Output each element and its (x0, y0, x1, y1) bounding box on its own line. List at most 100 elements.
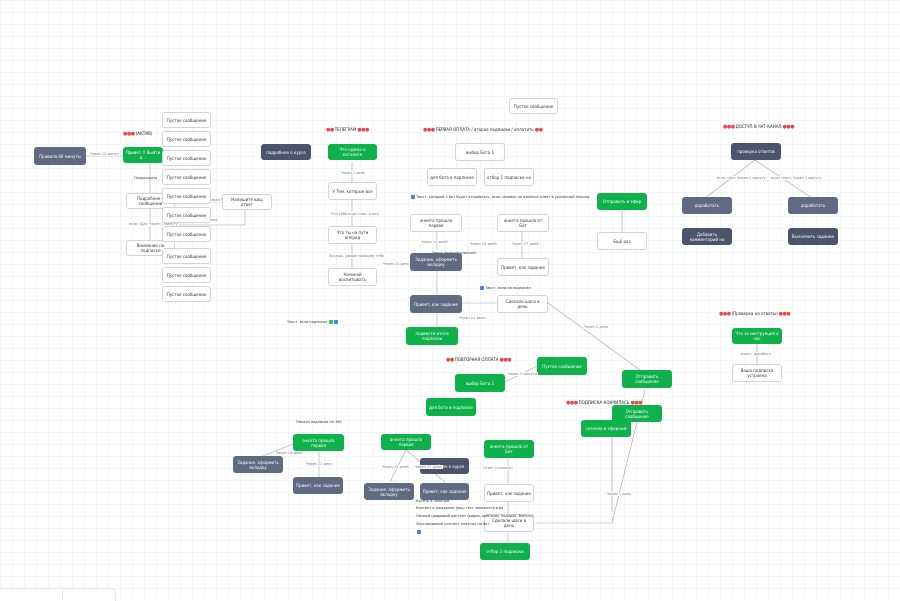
flow-node[interactable]: Что за инструкция о нас (732, 328, 782, 344)
start-node[interactable]: Правила 60 минуты (34, 147, 86, 165)
flow-node[interactable]: Сделали шаги в день (484, 514, 534, 532)
edge (535, 389, 646, 524)
placeholder-node[interactable]: Пустое сообщение (162, 226, 211, 242)
edge-label: Через 3 минуты (507, 372, 539, 376)
flow-node[interactable]: анкета прошла первая (410, 214, 462, 232)
info-icon (417, 530, 421, 534)
red-dots-icon: ●●● (357, 127, 369, 133)
flow-node[interactable]: анкета прошла первая (381, 434, 431, 450)
flow-node[interactable]: Напишите ваш ответ (222, 194, 272, 210)
note-text: Купить в наличии (416, 499, 450, 503)
red-dots-icon: ●●● (499, 357, 512, 363)
edge-label: Далее (205, 218, 219, 222)
flow-node[interactable]: Привет, как задание (410, 295, 462, 313)
placeholder-node[interactable]: Пустое сообщение (162, 267, 211, 283)
flow-node[interactable]: Привет, как задание (293, 477, 343, 494)
flow-node[interactable]: выбор Бота 1 (455, 143, 505, 161)
flow-node[interactable]: доработать (788, 197, 838, 214)
flow-node[interactable]: Что ты на пути вперед (328, 226, 377, 244)
edge-label: Через 1 день (340, 171, 367, 175)
flow-node[interactable]: подробнее о курсе (420, 458, 469, 474)
section-header-label: ДОСТУП В ЧАТ-КАНАЛ (735, 124, 782, 129)
flow-node[interactable]: Ваша подписка устроена (732, 364, 782, 382)
edge-label: Через 14 дней (275, 451, 304, 455)
placeholder-node[interactable]: Пустое сообщение (162, 150, 211, 166)
flow-node[interactable]: анкета прошла от Бот (497, 214, 549, 232)
info-icon (411, 195, 415, 199)
flow-node[interactable]: Что нужно о каталоге (328, 144, 377, 160)
flow-node[interactable]: Привет !! Выйти в... (123, 147, 163, 163)
placeholder-node[interactable]: Пустое сообщение (162, 286, 211, 302)
edge-label: Через 10 минут (89, 152, 120, 156)
flow-node[interactable]: Привет, как задание (497, 258, 549, 276)
flow-node[interactable]: для бота в подписке (427, 168, 477, 186)
edge-label: Через 21 день (305, 462, 334, 466)
edge-label: Через 14 дней (420, 240, 449, 244)
flow-node[interactable]: Задание, оформить вкладку (233, 456, 283, 473)
flow-node[interactable]: Отправить сообщение (612, 405, 662, 422)
flow-node[interactable]: Ещё раз (597, 232, 647, 250)
edge-label: если «Нет» Через 1 минуту (186, 198, 239, 202)
zoom-control-divider (62, 590, 63, 600)
flow-node[interactable]: проверка ответов (731, 143, 781, 160)
flow-node[interactable]: отбор 2 подписки (480, 543, 530, 560)
edge-label: Через 27 дней (414, 465, 443, 469)
flow-node[interactable]: анкета прошла от Бот (484, 440, 534, 458)
red-dots-icon: ●●● (723, 124, 735, 130)
flow-label: Продолжить (134, 176, 158, 180)
flow-node[interactable]: Выполнить задание (788, 228, 838, 245)
placeholder-node[interactable]: Пустое сообщение (162, 169, 211, 185)
edge-label: Через 14 дней (469, 242, 498, 246)
placeholder-node[interactable]: Пустое сообщение (162, 207, 211, 223)
section-header: ●●● (Проверка на ответы) ●●● (719, 311, 791, 317)
flow-node[interactable]: Отправить в эфир (597, 193, 647, 210)
edge-label: Через 27 дней (511, 242, 540, 246)
placeholder-node[interactable]: Пустое сообщение (162, 248, 211, 264)
flow-node[interactable]: выбор Бота 2 (455, 374, 505, 392)
section-header-label: (АКТИВ) (135, 131, 153, 136)
edge-label: если «Да» Через 1 минуту (716, 176, 767, 180)
flow-node[interactable]: Задание, оформить вкладку (364, 483, 414, 500)
flow-node[interactable]: для бота в подписке (426, 398, 476, 416)
flow-node[interactable]: Привет, как задание (484, 484, 534, 502)
zoom-control-panel[interactable] (0, 588, 116, 601)
flow-node[interactable]: Привет, как задание (420, 483, 469, 500)
section-header: ●●● ПОДПИСКА КОНЧИЛАСЬ ●●● (566, 400, 643, 406)
placeholder-node[interactable]: Пустое сообщение (162, 112, 211, 128)
flow-node[interactable]: сначала в эфирный (581, 420, 631, 437)
flow-node[interactable]: подвести итоги подписки (406, 327, 458, 345)
check-icon (329, 320, 334, 324)
flow-node[interactable]: Задание, оформить вкладку (410, 253, 462, 271)
placeholder-node[interactable]: Пустое сообщение (162, 131, 211, 147)
flow-node[interactable]: анкета прошла первая (293, 434, 344, 451)
flow-node[interactable]: отбор 1 подписки на (484, 168, 534, 186)
flow-node[interactable]: Начинай воспитывать (328, 268, 377, 286)
section-header-label: ПЕРВАЯ ОПЛАТА / второе подписки / оплати… (435, 127, 534, 132)
edge-label: Через 14 дней (381, 465, 410, 469)
red-dots-icon: ●● (326, 127, 334, 133)
edge (547, 302, 641, 371)
flow-node[interactable]: подробнее о курсе (261, 144, 311, 160)
edge-label: Хочешь, давай напишем тебе (328, 254, 386, 258)
edge-label: ответ, доработь (740, 352, 772, 356)
note-content: Текст, если не подписан (485, 286, 531, 290)
flow-node[interactable]: Сделали шаги в день (497, 295, 548, 313)
section-header: ●●● (АКТИВ) (123, 131, 152, 137)
flow-node[interactable]: Добавить комментарий на (682, 228, 732, 245)
placeholder-node[interactable]: Пустое сообщение (162, 188, 211, 204)
flow-node[interactable]: доработать (682, 197, 732, 214)
flow-node[interactable]: У Тем, которые все (328, 182, 377, 200)
placeholder-node[interactable]: Пустое сообщение (509, 98, 558, 114)
section-header: ●● ПОВТОРНАЯ ОПЛАТА ●●● (446, 357, 512, 363)
note-content: Текст, который 2 бот будет отправлять, е… (416, 195, 590, 199)
red-dots-icon: ●●● (719, 311, 731, 317)
flow-node[interactable]: Пустое сообщение (537, 357, 587, 375)
note-text: Текст, если не подписан (479, 286, 531, 291)
flow-node[interactable]: Отправить сообщение (622, 370, 672, 388)
section-header-label: ТЕЛЕГРАМ (334, 127, 357, 132)
section-title: Оплата подписки на 360 (296, 420, 342, 424)
info-icon (334, 320, 339, 324)
red-dots-icon: ●●● (782, 124, 795, 130)
section-header: ●●● ДОСТУП В ЧАТ-КАНАЛ ●●● (723, 124, 795, 130)
